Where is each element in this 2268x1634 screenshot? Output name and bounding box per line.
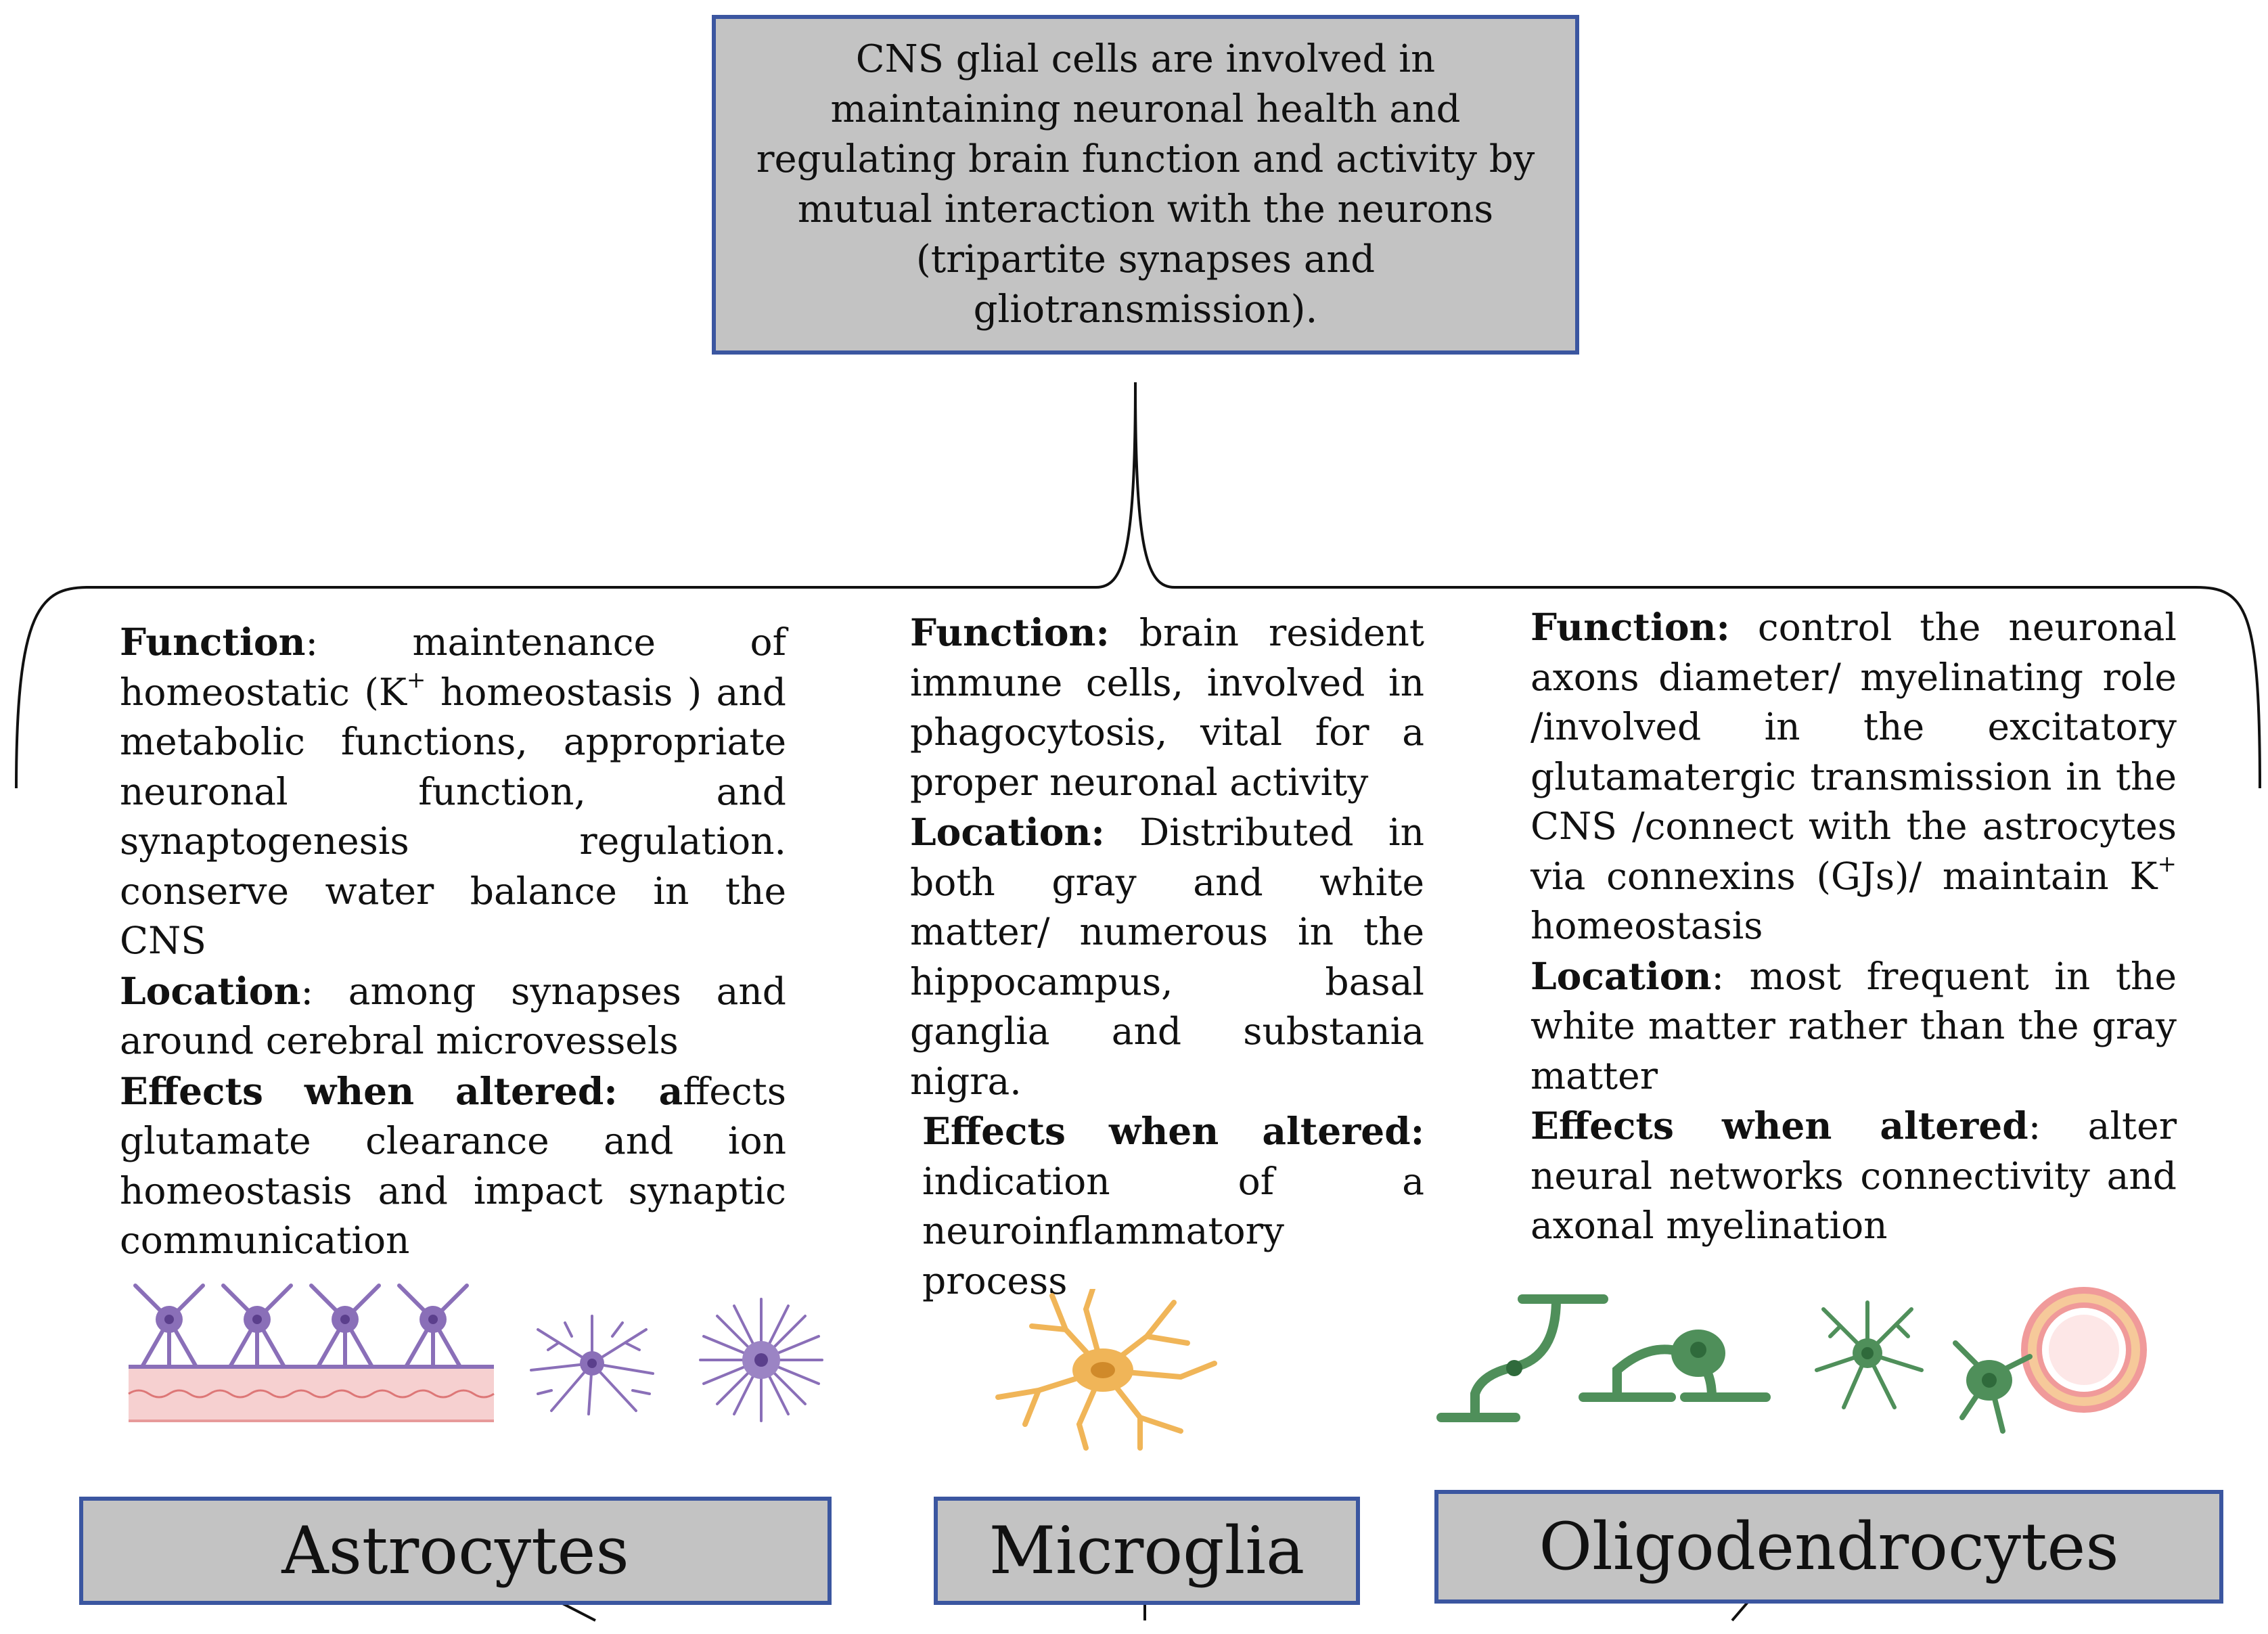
astrocytes-label-box: Astrocytes	[79, 1497, 832, 1605]
astrocytes-description: Function: maintenance of homeostatic (K+…	[120, 617, 786, 1266]
oligo-function-text-a: control the neuronal axons diameter/ mye…	[1530, 606, 2177, 898]
astro-location-label: Location	[120, 968, 301, 1013]
oligodendrocyte-myelin-illustration-2	[1579, 1330, 1771, 1402]
brace-path	[15, 382, 2261, 789]
oligo-effects-label: Effects when altered	[1530, 1104, 2028, 1148]
micro-effects-text: indication of a neuroinflammatory proces…	[922, 1159, 1424, 1302]
oligo-location-label: Location	[1530, 953, 1712, 998]
oligo-effects-text: : alter neural networks connectivity and…	[1530, 1104, 2177, 1247]
astro-function-sup: +	[406, 666, 426, 694]
oligodendrocytes-description: Function: control the neuronal axons dia…	[1530, 602, 2177, 1251]
oligodendrocyte-cell-icon	[1815, 1300, 1924, 1409]
micro-location-text: Distributed in both gray and white matte…	[910, 811, 1424, 1103]
oligo-function-label: Function:	[1530, 605, 1730, 649]
astrocyte-vessel-illustration	[128, 1284, 495, 1422]
astro-function-text-b: homeostasis ) and metabolic functions, a…	[120, 670, 786, 963]
protoplasmic-astrocyte-icon	[530, 1315, 654, 1415]
summary-text: CNS glial cells are involved in maintain…	[756, 37, 1535, 332]
oligodendrocyte-myelin-illustration-1	[1436, 1294, 1608, 1422]
microglia-cell-icon	[995, 1289, 1217, 1451]
astro-location-text: : among synapses and around cerebral mic…	[120, 969, 786, 1063]
microglia-description: Function: brain resident immune cells, i…	[910, 608, 1424, 1306]
astro-effects-label: Effects when altered: a	[120, 1068, 683, 1113]
oligo-location-text: : most frequent in the white matter rath…	[1530, 954, 2177, 1097]
micro-function-text: brain resident immune cells, involved in…	[910, 611, 1424, 804]
astro-function-text-a: : maintenance of homeostatic (K	[120, 620, 786, 714]
microglia-label-box: Microglia	[934, 1497, 1360, 1605]
oligo-function-sup: +	[2157, 850, 2177, 878]
astro-function-label: Function	[120, 620, 306, 664]
fibrous-astrocyte-icon	[699, 1298, 823, 1422]
micro-location-label: Location:	[910, 810, 1105, 854]
micro-function-label: Function:	[910, 610, 1110, 654]
oligodendrocyte-axon-wrapping-icon	[1953, 1287, 2147, 1434]
astrocytes-name: Astrocytes	[281, 1513, 629, 1589]
microglia-name: Microglia	[989, 1513, 1305, 1589]
summary-box: CNS glial cells are involved in maintain…	[712, 15, 1579, 355]
oligo-function-text-b: homeostasis	[1530, 904, 1763, 947]
oligodendrocytes-label-box: Oligodendrocytes	[1434, 1490, 2223, 1604]
micro-effects-label: Effects when altered:	[922, 1109, 1424, 1153]
oligodendrocytes-name: Oligodendrocytes	[1539, 1509, 2119, 1585]
astro-effects-text: ffects glutamate clearance and ion homeo…	[120, 1069, 786, 1263]
